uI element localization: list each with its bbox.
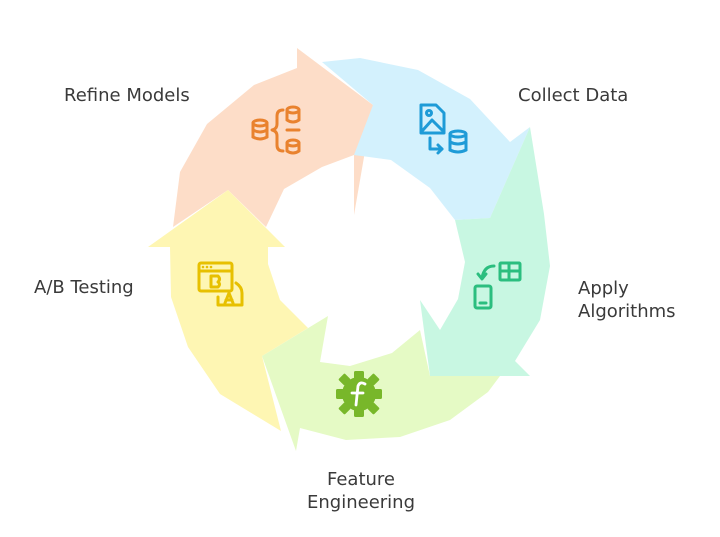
apply-algorithms-label-line-1: Apply xyxy=(578,278,629,299)
ab-test-windows-icon xyxy=(197,261,244,307)
phone-table-sync-icon xyxy=(473,261,522,310)
function-gear-icon xyxy=(336,371,382,417)
ab-testing-segment xyxy=(148,190,308,431)
stage-label-refine-models: Refine Models xyxy=(64,84,190,107)
feature-engineering-label-line-1: Feature xyxy=(326,469,396,490)
stage-label-feature-engineering: Feature Engineering xyxy=(300,468,422,514)
collect-data-label-line-1: Collect Data xyxy=(518,85,629,106)
stage-label-apply-algorithms: Apply Algorithms xyxy=(578,277,676,323)
refine-models-segment xyxy=(173,48,373,227)
stage-label-ab-testing: A/B Testing xyxy=(34,276,134,299)
feature-engineering-label-line-2: Engineering xyxy=(307,492,415,513)
stage-label-collect-data: Collect Data xyxy=(518,84,628,107)
feature-engineering-segment xyxy=(262,316,500,451)
refine-models-label-line-1: Refine Models xyxy=(64,85,190,106)
ab-window-dots xyxy=(201,265,213,269)
apply-algorithms-label-line-2: Algorithms xyxy=(578,301,676,322)
collect-data-segment xyxy=(322,58,530,220)
image-file-to-database-icon xyxy=(419,103,468,155)
database-branch-icon xyxy=(251,105,301,155)
apply-algorithms-segment xyxy=(420,127,550,376)
ab-testing-label-line-1: A/B Testing xyxy=(34,277,134,298)
